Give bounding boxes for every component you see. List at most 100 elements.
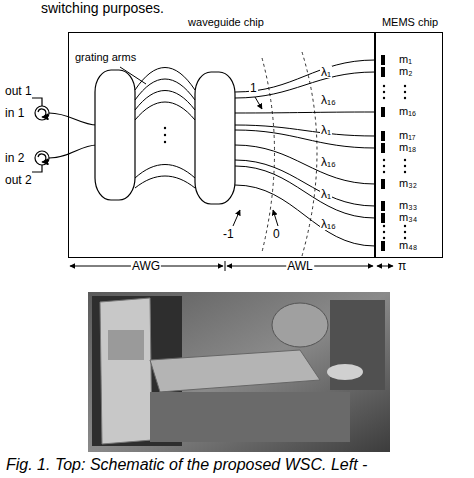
ellipsis-dots: [164, 141, 166, 143]
mirror-label: m₄₈: [398, 240, 418, 251]
output-waveguide: [235, 72, 375, 98]
device-photo: [88, 292, 390, 452]
mirror-label: m₂: [398, 66, 413, 77]
ellipsis-dots: [404, 85, 406, 87]
mems-mirror: [381, 241, 385, 251]
circulator-arrow: [38, 154, 46, 162]
dimension-arrow: [70, 67, 393, 271]
leader-line: [233, 210, 240, 226]
output-waveguide: [235, 185, 375, 246]
dimension-arrow: [377, 266, 393, 267]
photo-screw: [327, 364, 363, 380]
ellipsis-dots: [404, 165, 406, 167]
leader-line: [255, 97, 262, 109]
star-coupler: [195, 72, 235, 204]
ellipsis-dots: [404, 171, 406, 173]
ellipsis-dots: [404, 91, 406, 93]
mems-mirror: [381, 201, 385, 211]
chip-heading: waveguide chip: [187, 17, 265, 28]
wavelength-label: λ₁₆: [320, 218, 337, 230]
mirror-label: m₃₂: [398, 178, 418, 189]
grating-arm: [135, 102, 195, 120]
mems-mirror: [381, 179, 385, 189]
output-waveguide: [235, 160, 375, 206]
ellipsis-dots: [404, 225, 406, 227]
photo-stage: [150, 392, 350, 442]
wavelength-label: λ₁₆: [320, 156, 337, 168]
port-label: in 1: [4, 107, 25, 119]
mems-mirror: [381, 143, 385, 153]
ellipsis-dots: [164, 134, 166, 136]
mirror-label: m₁₇: [398, 130, 417, 141]
mirror-label: m₃₄: [398, 212, 418, 223]
mems-mirror: [381, 131, 385, 141]
output-waveguide: [235, 130, 375, 148]
output-waveguide: [235, 60, 375, 246]
ellipsis-dots: [383, 159, 385, 161]
grating-arm: [135, 91, 195, 111]
mirror-label: m₁: [398, 54, 413, 65]
port-label: in 2: [4, 152, 25, 164]
part-label: grating arms: [74, 52, 137, 63]
wavelength-label: λ₁: [320, 124, 332, 136]
ellipsis-dots: [383, 91, 385, 93]
circulator-symbol: [35, 106, 49, 165]
port-label: out 2: [4, 174, 33, 186]
leader-line: [273, 210, 278, 226]
device-photo: [88, 292, 390, 452]
ellipsis-dots: [164, 127, 166, 129]
photo-chip: [150, 350, 320, 392]
ellipsis-dots: [404, 159, 406, 161]
ellipsis-dots: [383, 171, 385, 173]
ellipsis-dots: [383, 237, 385, 239]
output-port-line: [32, 98, 42, 106]
order-label: -1: [222, 228, 235, 240]
output-waveguide: [235, 112, 375, 113]
mems-mirror: [381, 107, 385, 117]
mems-mirror: [381, 67, 385, 77]
photo-card: [100, 298, 152, 444]
circulator-symbol: [35, 151, 49, 165]
ellipsis-dots: [404, 237, 406, 239]
star-coupler: [95, 70, 135, 200]
dimension-label: AWL: [286, 260, 314, 272]
leader-line: [120, 67, 146, 84]
circulator-symbol: [35, 106, 49, 120]
circulator-arrow: [38, 109, 46, 117]
ellipsis-dots: [404, 97, 406, 99]
mirror-label: m₃₃: [398, 200, 418, 211]
input-waveguide: [49, 145, 97, 158]
input-waveguide: [49, 113, 97, 125]
order-label: 1: [249, 82, 258, 94]
mems-mirror: [381, 55, 385, 65]
wavelength-label: λ₁: [320, 66, 332, 78]
mirror-label: m₁₈: [398, 142, 417, 153]
photo-chip: [108, 330, 144, 360]
wavelength-label: λ₁: [320, 188, 332, 200]
mirror-label: m₁₆: [398, 106, 417, 117]
figure-caption: Fig. 1. Top: Schematic of the proposed W…: [6, 456, 367, 474]
output-waveguide: [235, 166, 375, 218]
output-port-line: [32, 165, 42, 172]
dimension-label: π: [397, 260, 407, 272]
grating-arm: [135, 176, 195, 188]
ellipsis-dots: [383, 225, 385, 227]
dimension-label: AWG: [131, 260, 161, 272]
mems-mirror: [381, 213, 385, 223]
ellipsis-dots: [383, 165, 385, 167]
wavelength-label: λ₁₆: [320, 94, 337, 106]
text-fragment: switching purposes.: [40, 1, 165, 15]
ellipsis-dots: [164, 85, 406, 239]
order-arc: [262, 52, 317, 256]
input-waveguide: [32, 98, 97, 172]
grating-arm: [135, 68, 195, 189]
order-arc: [302, 52, 317, 256]
mems-mirror: [381, 55, 385, 251]
order-label: 0: [272, 228, 281, 240]
photo-holder: [272, 303, 328, 347]
output-waveguide: [235, 145, 375, 184]
ellipsis-dots: [404, 231, 406, 233]
ellipsis-dots: [383, 85, 385, 87]
dimension-tick: [225, 261, 226, 271]
